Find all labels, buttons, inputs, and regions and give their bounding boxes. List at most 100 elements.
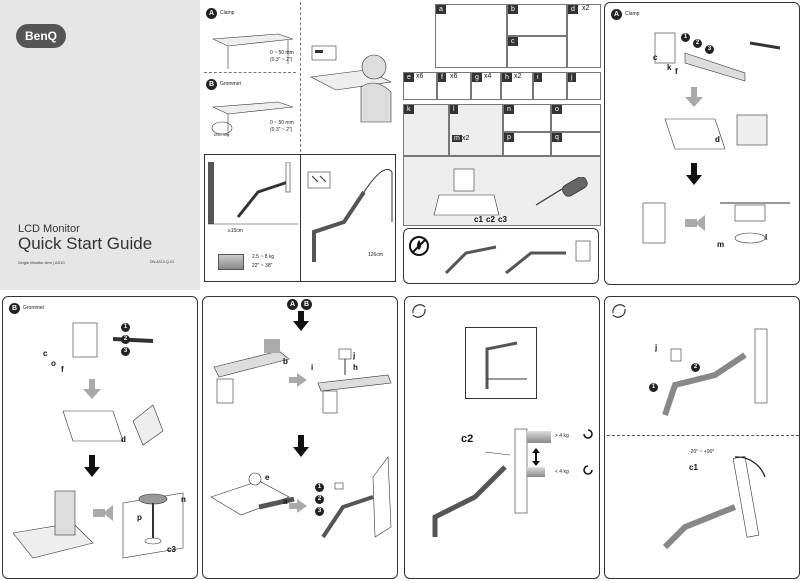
label-c2: c2 (461, 433, 474, 445)
clamp-range: 0 ~ 50 mm (270, 50, 294, 56)
grey-arrow-head (685, 97, 703, 107)
grommet-step-panel: B Grommet c o f 1 2 3 d n p c3 (2, 296, 198, 579)
guide-title: Quick Start Guide (18, 234, 153, 253)
step-mount-badge-b: B (301, 299, 312, 310)
bracket-plate-drawing (664, 114, 768, 150)
grey-arrow (89, 379, 95, 389)
label-d: d (715, 135, 720, 144)
grey-arrow (289, 503, 297, 509)
part-i: i (533, 72, 567, 100)
label-a: a (283, 497, 288, 506)
size-range: 22" ~ 38" (252, 263, 273, 269)
clockwise-icon (583, 429, 593, 439)
arm-screw-drawing (317, 348, 392, 414)
requirements-panel: A Clamp 0 ~ 50 mm (0.3" ~ 2") B Grommet … (200, 2, 400, 285)
product-name: LCD Monitor (18, 223, 80, 235)
step-1-badge: 1 (649, 383, 658, 392)
monitor-plate-drawing (210, 472, 295, 516)
grommet-hole: Ø10 mm (214, 132, 230, 137)
clamp-range-inches: (0.3" ~ 2") (270, 57, 293, 63)
black-arrow-head (686, 175, 702, 185)
step-1-badge: 1 (681, 33, 690, 42)
screwdriver-icon (535, 177, 588, 206)
label-p: p (137, 513, 142, 522)
black-arrow (298, 311, 304, 321)
clamp-bracket-drawing (654, 32, 781, 82)
clamp-step-panel: A Clamp c k f 1 2 3 d l m (604, 2, 800, 285)
person-at-desk-drawing (310, 45, 393, 123)
benq-logo: BenQ (16, 24, 66, 48)
label-b: b (283, 357, 288, 366)
up-down-arrow-icon (532, 448, 540, 466)
part-a: a (435, 4, 507, 68)
step-grommet-label: Grommet (23, 305, 44, 311)
cable-step-panel: j 1 2 -20° ~ +90° c1 (604, 296, 800, 579)
label-j: j (353, 351, 356, 360)
part-p: p (503, 132, 551, 156)
part-m-qty: x2 (462, 135, 470, 142)
step-mount-badge-a: A (287, 299, 298, 310)
step-2-badge: 2 (121, 335, 130, 344)
document-code: DN-AS10-Q-V1 (150, 260, 175, 264)
step-1-badge: 1 (315, 483, 324, 492)
step-1-badge: 1 (121, 323, 130, 332)
clamp-mount-drawing (642, 202, 790, 244)
black-arrow-head (293, 321, 309, 331)
part-b: b (507, 4, 567, 36)
grey-arrow (289, 377, 297, 383)
grey-arrow (691, 87, 697, 97)
part-j: j (567, 72, 601, 100)
step-clamp-label: Clamp (625, 11, 640, 17)
grey-arrow-head (297, 499, 307, 513)
part-o: o (551, 104, 601, 132)
cable-arm-drawing (662, 328, 768, 416)
no-liquid-icon (409, 236, 429, 256)
grommet-mount-drawing (13, 490, 184, 559)
step-clamp-badge: A (611, 9, 622, 20)
black-arrow-head (293, 447, 309, 457)
divider (204, 72, 296, 73)
rotate-icon (412, 304, 426, 318)
step-grommet-badge: B (9, 303, 20, 314)
weight-range: 2.5 ~ 8 kg (252, 254, 275, 260)
heavy-monitor-icon (527, 431, 551, 443)
monitor-attach-drawing (321, 456, 392, 539)
tilt-range: -20° ~ +90° (689, 449, 715, 455)
grey-arrow-head (297, 373, 307, 387)
grey-arrow-head (83, 389, 101, 399)
cover-panel: BenQ LCD Monitor Quick Start Guide Singl… (0, 0, 200, 290)
part-k: k (403, 104, 449, 156)
divider (300, 154, 301, 282)
monitor-icon (218, 254, 244, 270)
mount-step-panel: A B b j i h e a 1 2 3 (202, 296, 398, 579)
do-not-disassemble-drawing (444, 240, 591, 275)
label-c: c (653, 53, 658, 62)
divider (300, 2, 301, 152)
warning-panel (403, 228, 599, 284)
height-label: 126cm (368, 252, 384, 258)
heavy-weight: > 4 kg (555, 433, 569, 439)
step-3-badge: 3 (315, 507, 324, 516)
tension-detail-drawing (485, 341, 527, 389)
black-arrow-head (84, 467, 100, 477)
tool-label-c3: c3 (498, 215, 507, 224)
tools-cell: c1 c2 c3 (403, 156, 601, 226)
step-2-badge: 2 (693, 39, 702, 48)
divider (607, 435, 799, 436)
grommet-range: 0 ~ 50 mm (270, 120, 294, 126)
grommet-plate-drawing (62, 404, 164, 446)
label-l: l (765, 233, 768, 242)
label-n: n (181, 495, 186, 504)
light-monitor-icon (527, 467, 545, 477)
clamp-desk-drawing (211, 33, 294, 69)
label-j: j (655, 343, 658, 352)
black-arrow (298, 435, 304, 447)
label-k: k (667, 63, 672, 72)
part-n: n (503, 104, 551, 132)
tool-label-c1: c1 (474, 215, 483, 224)
step-2-badge: 2 (315, 495, 324, 504)
grommet-label: Grommet (220, 81, 241, 87)
detail-inset (465, 327, 537, 399)
